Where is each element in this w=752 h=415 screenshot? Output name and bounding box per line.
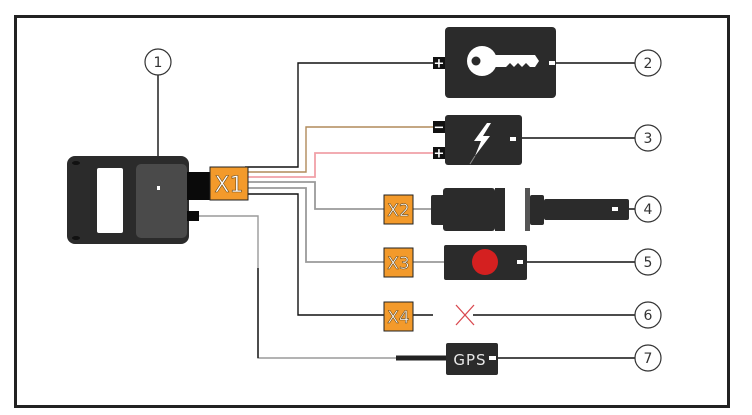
power-plus-label: + (434, 147, 445, 162)
key-plus-terminal (433, 57, 445, 69)
unit-window (97, 168, 123, 233)
wire-key-plus (245, 62, 434, 168)
callout-6: 6 (634, 301, 662, 329)
callout-7: 7 (634, 344, 662, 372)
cable-connector-device[interactable] (431, 188, 629, 231)
button-device[interactable] (444, 245, 527, 280)
cable-plug-window (506, 192, 525, 227)
diagram-frame (14, 15, 730, 408)
key-icon (467, 46, 539, 76)
red-button[interactable] (472, 249, 498, 275)
gps-antenna-device[interactable]: GPS (446, 343, 498, 375)
connector-x1[interactable]: X1 (209, 166, 249, 201)
callout-4: 4 (634, 195, 662, 223)
callout-3-number: 3 (644, 131, 653, 147)
key-plus-label: + (434, 57, 445, 72)
power-minus-terminal (433, 121, 445, 133)
callout-5: 5 (634, 248, 662, 276)
callout-1: 1 (144, 48, 172, 76)
connector-x3[interactable]: X3 (383, 247, 414, 278)
power-minus-label: − (434, 121, 445, 136)
wires (199, 62, 450, 361)
unit-panel (136, 164, 187, 238)
connector-x3-label: X3 (387, 254, 409, 274)
connector-x2-label: X2 (387, 201, 409, 221)
connector-x2[interactable]: X2 (383, 194, 414, 225)
wire-power-minus (245, 126, 434, 173)
callout-3: 3 (634, 124, 662, 152)
lightning-bolt-icon (469, 123, 491, 165)
callout-2: 2 (634, 49, 662, 77)
callout-lines (157, 62, 635, 359)
callout-5-number: 5 (644, 255, 653, 271)
main-control-unit[interactable] (67, 156, 213, 244)
callout-1-number: 1 (154, 55, 163, 71)
connector-x4-label: X4 (387, 308, 409, 328)
gps-label: GPS (453, 351, 486, 369)
connector-x1-label: X1 (214, 173, 243, 198)
callout-2-number: 2 (644, 56, 653, 72)
connector-x4[interactable]: X4 (383, 301, 414, 332)
ignition-key-device[interactable]: + (433, 27, 556, 98)
x1-plug (187, 172, 213, 200)
callout-4-number: 4 (644, 202, 653, 218)
wire-x4 (245, 193, 384, 316)
callout-6-number: 6 (644, 308, 653, 324)
callouts: 1 2 3 4 5 6 7 (144, 48, 662, 372)
gps-port (187, 211, 199, 221)
power-supply-device[interactable]: − + (433, 115, 522, 165)
wire-x2 (245, 181, 384, 210)
cross-icon (455, 304, 475, 326)
power-plus-terminal (433, 147, 445, 159)
callout-7-number: 7 (644, 351, 653, 367)
wire-x3 (245, 187, 384, 263)
wire-power-plus (245, 152, 434, 178)
